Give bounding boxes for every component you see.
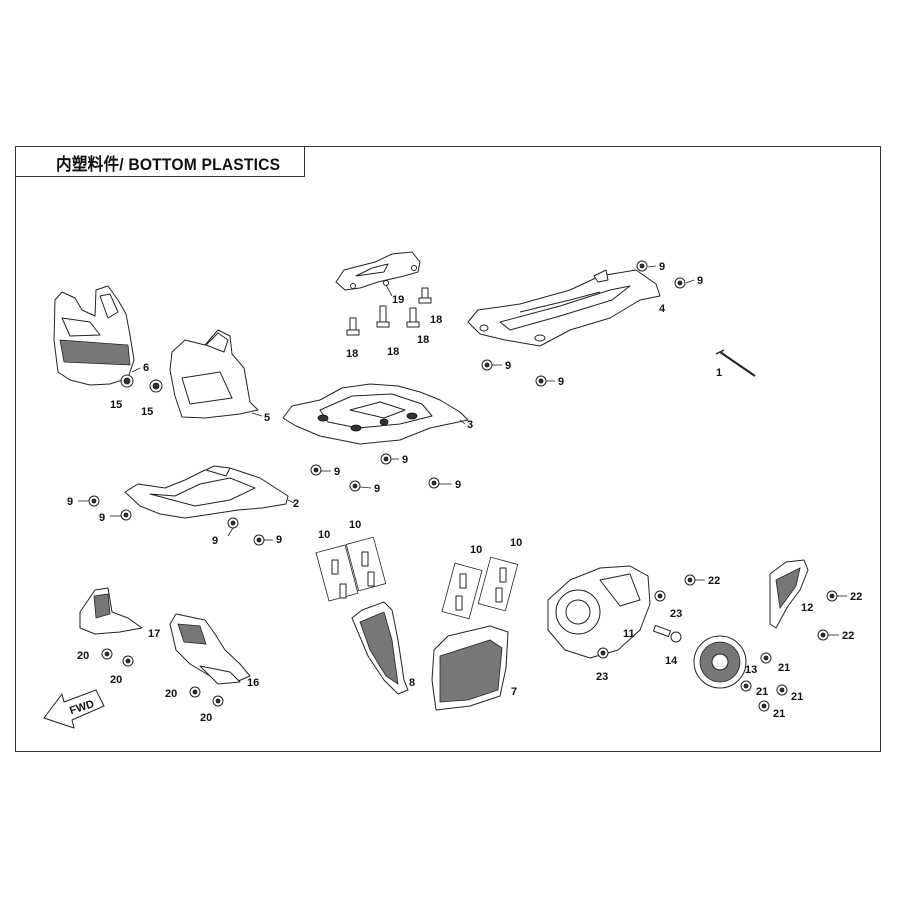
part-14-bolt [652,624,682,643]
part-21-screws [740,652,788,712]
part-20-screws-b [189,686,224,707]
callout-3: 3 [467,419,473,431]
callout-8: 8 [409,677,415,689]
callout-23a: 23 [670,608,682,620]
callout-7: 7 [511,686,517,698]
callout-20a: 20 [77,650,89,662]
callout-9j: 9 [99,512,105,524]
callout-17: 17 [148,628,160,640]
part-22-grommets-a [684,574,696,586]
part-1-pin [715,349,756,377]
part-23-bolts [597,590,666,659]
callout-15b: 15 [141,406,153,418]
callout-14: 14 [665,655,678,667]
part-15-grommet-b [149,379,163,393]
diagram-title: 内塑料件/ BOTTOM PLASTICS [56,155,281,174]
part-2-front-skid-plate [124,465,289,519]
callout-4: 4 [659,303,666,315]
callout-9c: 9 [505,360,511,372]
part-9-bolts-group-b [310,453,440,492]
callout-20c: 20 [165,688,177,700]
part-7-vent-right [431,625,509,711]
callout-18b: 18 [387,346,399,358]
callout-9d: 9 [558,376,564,388]
callout-22b: 22 [850,591,862,603]
part-20-screws-a [101,648,134,667]
callout-18c: 18 [417,334,429,346]
part-22-grommets-b [817,590,838,641]
part-12-right-bracket [769,559,809,629]
callout-22a: 22 [708,575,720,587]
callout-21d: 21 [773,708,785,720]
callout-18d: 18 [430,314,442,326]
callout-19: 19 [392,294,404,306]
part-19-upper-bracket [335,251,421,297]
callout-18a: 18 [346,348,358,360]
callout-21c: 21 [791,691,803,703]
callout-9a: 9 [659,261,665,273]
part-5-side-panel [169,329,263,419]
part-9-bolts-group-c [88,495,265,546]
part-9-bolts-group-a [481,260,686,387]
part-13-round-cover [693,635,747,689]
callout-2: 2 [293,498,299,510]
diagram-frame [15,146,881,752]
leader-lines [78,265,847,636]
callout-21a: 21 [778,662,790,674]
callout-10c: 10 [470,544,482,556]
part-10-fasteners-right [441,556,519,620]
callout-labels: 1 2 3 4 5 6 7 8 9 9 9 9 9 9 9 9 9 9 9 9 … [67,261,862,724]
callout-11: 11 [623,628,635,640]
callout-23b: 23 [596,671,608,683]
callout-6: 6 [143,362,149,374]
part-11-cvt-cover [547,565,651,659]
callout-21b: 21 [756,686,768,698]
callout-5: 5 [264,412,270,424]
callout-22c: 22 [842,630,854,642]
callout-10a: 10 [318,529,330,541]
part-16-lower-guard [169,613,251,685]
part-18-bolts [346,287,432,336]
callout-13: 13 [745,664,757,676]
callout-12: 12 [801,602,813,614]
callout-20d: 20 [200,712,212,724]
part-4-rear-skid-plate [467,269,661,347]
callout-10b: 10 [349,519,361,531]
fwd-arrow-icon: FWD [43,689,105,729]
callout-20b: 20 [110,674,122,686]
part-17-small-guard [79,587,143,635]
callout-9k: 9 [212,535,218,547]
part-10-fasteners-left [315,536,387,602]
callout-16: 16 [247,677,259,689]
part-6-front-cover [53,285,141,388]
callout-9f: 9 [402,454,408,466]
callout-10d: 10 [510,537,522,549]
callout-9h: 9 [455,479,461,491]
title-box [15,146,305,177]
callout-9e: 9 [334,466,340,478]
part-8-vent-left [351,601,409,695]
callout-9b: 9 [697,275,703,287]
part-3-center-skid-plate [282,383,469,445]
callout-9g: 9 [374,483,380,495]
callout-15a: 15 [110,399,122,411]
callout-9i: 9 [67,496,73,508]
callout-9l: 9 [276,534,282,546]
callout-1: 1 [716,367,722,379]
